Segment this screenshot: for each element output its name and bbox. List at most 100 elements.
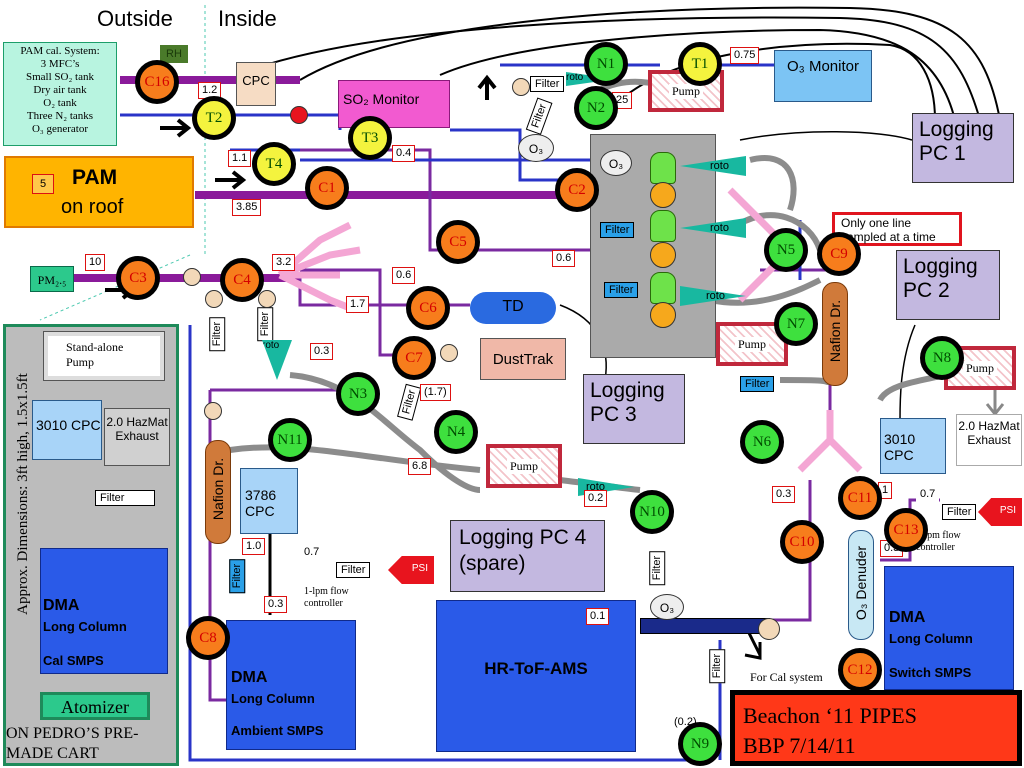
o3-denuder-label: O₃ Denuder — [853, 545, 869, 621]
pam-badge: 5 — [32, 174, 54, 194]
o3-generator-top: O₃ — [518, 134, 554, 162]
flow-value: 10 — [85, 254, 106, 271]
node-c2[interactable]: C2 — [555, 168, 599, 212]
nafion-dryer-right: Nafion Dr. — [822, 282, 848, 386]
node-n10[interactable]: N10 — [630, 490, 674, 534]
ambient-dma: DMA Long Column Ambient SMPS — [226, 620, 356, 750]
valve-1[interactable] — [650, 182, 676, 208]
flow-value: 0.3 — [772, 486, 796, 503]
cart-dma-name: Cal SMPS — [43, 653, 104, 668]
flow-value: 0.1 — [586, 608, 610, 625]
ozone-cylinder-2 — [650, 210, 676, 242]
node-n2[interactable]: N2 — [574, 86, 618, 130]
valve-red[interactable] — [290, 106, 308, 124]
valve-2[interactable] — [650, 242, 676, 268]
pump-label: Pump — [668, 83, 703, 99]
flow-value: 0.2 — [584, 490, 608, 507]
node-c11[interactable]: C11 — [838, 476, 882, 520]
logging-pc-3: Logging PC 3 — [583, 374, 685, 444]
node-t4[interactable]: T4 — [252, 142, 296, 186]
hr-tof-ams: HR-ToF-AMS — [436, 600, 636, 752]
node-c12[interactable]: C12 — [838, 648, 882, 692]
node-c8[interactable]: C8 — [186, 616, 230, 660]
ozone-cylinder-3 — [650, 272, 676, 304]
ozone-cylinder-1 — [650, 152, 676, 184]
node-n11[interactable]: N11 — [268, 418, 312, 462]
inside-label: Inside — [218, 6, 277, 31]
pam-cal-line: O₂ tank — [43, 97, 77, 109]
pam-cal-line: Small SO₂ tank — [25, 71, 94, 83]
cart-footer: ON PEDRO’S PRE-MADE CART — [6, 725, 139, 762]
valve-pm25[interactable] — [183, 268, 201, 286]
cpc-3786: 3786 CPC — [240, 468, 298, 534]
node-n6[interactable]: N6 — [740, 420, 784, 464]
node-t2[interactable]: T2 — [192, 96, 236, 140]
valve-c4-right[interactable] — [258, 290, 276, 308]
node-n1[interactable]: N1 — [584, 42, 628, 86]
switch-dma-title: DMA — [889, 609, 926, 626]
pump-center: Pump — [486, 444, 562, 488]
flow-value: 1.7 — [346, 296, 370, 313]
node-c16[interactable]: C16 — [135, 60, 179, 104]
ambient-dma-sub: Long Column — [231, 691, 315, 706]
dusttrak: DustTrak — [480, 338, 566, 380]
switch-dma: DMA Long Column Switch SMPS — [884, 566, 1014, 690]
node-n7[interactable]: N7 — [774, 302, 818, 346]
flow-value: 0.3 — [310, 343, 334, 360]
flow-value: 1.0 — [242, 538, 266, 555]
filter-top: Filter — [530, 76, 565, 92]
flow-value: 0.6 — [552, 250, 576, 267]
atomizer: Atomizer — [40, 692, 150, 720]
node-n5[interactable]: N5 — [764, 228, 808, 272]
pam-cal-line: PAM cal. System: — [20, 45, 100, 57]
o3-generator-ams: O₃ — [650, 594, 684, 620]
cart-hazmat: 2.0 HazMat Exhaust — [104, 408, 170, 466]
node-c7[interactable]: C7 — [392, 336, 436, 380]
flow-controller-right: 1-lpm flow controller — [916, 530, 976, 554]
node-c6[interactable]: C6 — [406, 286, 450, 330]
cart-dma-sub: Long Column — [43, 619, 127, 634]
pam-title: PAM — [72, 166, 118, 189]
node-t3[interactable]: T3 — [348, 116, 392, 160]
valve-dusttrak[interactable] — [440, 344, 458, 362]
valve-nafion[interactable] — [204, 402, 222, 420]
valve-filter-top[interactable] — [512, 78, 530, 96]
filter-ams: Filter — [709, 648, 726, 684]
node-n9[interactable]: N9 — [678, 722, 722, 766]
node-n8[interactable]: N8 — [920, 336, 964, 380]
rh-sensor: RH — [160, 45, 188, 63]
node-c9[interactable]: C9 — [817, 232, 861, 276]
filter-vertical-1: Filter — [209, 316, 226, 352]
cart-dma-title: DMA — [43, 597, 80, 614]
node-c3[interactable]: C3 — [116, 256, 160, 300]
node-t1[interactable]: T1 — [678, 42, 722, 86]
node-c13[interactable]: C13 — [884, 508, 928, 552]
flow-value: 6.8 — [408, 458, 432, 475]
filter-nafion: Filter — [740, 376, 775, 392]
valve-c4-left[interactable] — [205, 290, 223, 308]
filter-nafion-left: Filter — [229, 558, 246, 594]
nafion-dryer-left: Nafion Dr. — [205, 440, 231, 544]
valve-3[interactable] — [650, 302, 676, 328]
node-c4[interactable]: C4 — [220, 258, 264, 302]
node-n4[interactable]: N4 — [434, 410, 478, 454]
cart-dimensions: Approx. Dimensions: 3ft high, 1.5x1.5ft — [15, 373, 31, 615]
o3-monitor: O₃ Monitor — [774, 50, 872, 102]
filter-n10: Filter — [649, 550, 666, 586]
node-c10[interactable]: C10 — [780, 520, 824, 564]
valve-ams[interactable] — [758, 618, 780, 640]
pam-cal-system: PAM cal. System: 3 MFC’s Small SO₂ tank … — [3, 42, 117, 146]
cart-3010-cpc: 3010 CPC — [32, 400, 102, 460]
ambient-dma-title: DMA — [231, 669, 268, 686]
filter-manifold-1: Filter — [600, 222, 635, 238]
hazmat-right: 2.0 HazMat Exhaust — [956, 414, 1022, 466]
flow-value: 0.4 — [392, 145, 416, 162]
node-n3[interactable]: N3 — [336, 372, 380, 416]
flow-value: 1.2 — [198, 82, 222, 99]
pump-label: Pump — [962, 360, 997, 376]
logging-pc-4: Logging PC 4 (spare) — [450, 520, 605, 592]
node-c1[interactable]: C1 — [305, 166, 349, 210]
thermodenuder: TD — [470, 292, 556, 324]
node-c5[interactable]: C5 — [436, 220, 480, 264]
pump-label: Pump — [506, 458, 541, 474]
